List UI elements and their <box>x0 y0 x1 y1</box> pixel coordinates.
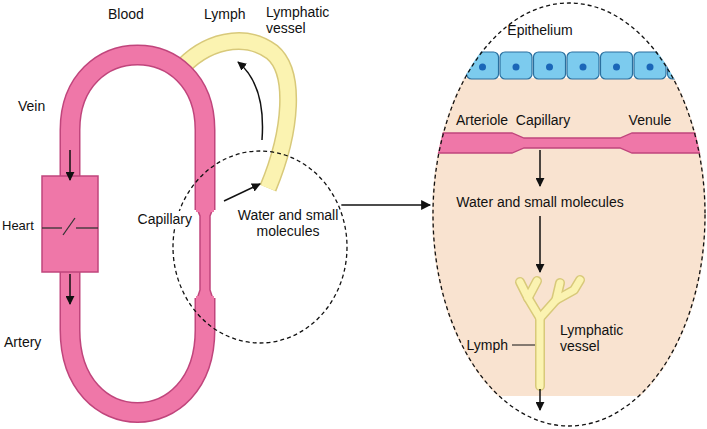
heart-septum <box>76 227 98 228</box>
part-label: Lymphatic vessel <box>560 322 632 354</box>
cell-nucleus <box>647 64 654 71</box>
dashed-ellipse <box>433 3 705 426</box>
part-label: Epithelium <box>507 22 572 38</box>
zoom-outline: Water and small molecules <box>172 150 348 344</box>
part-label: Lymph <box>204 6 246 22</box>
heart-symbol <box>42 176 98 272</box>
part-label: Heart <box>2 218 34 234</box>
lymph-branch <box>528 281 537 298</box>
blood-vessel-detail <box>432 133 707 153</box>
zoom-outline: EpitheliumArteriole Capillary VenuleWater … <box>432 2 706 427</box>
epithelial-cell <box>668 52 700 79</box>
flow-arrow <box>539 216 541 272</box>
part-label: Lymph <box>466 337 508 353</box>
part-label: Capillary <box>136 211 194 227</box>
part-label: Vein <box>18 98 45 114</box>
cell-nucleus <box>580 64 587 71</box>
flow-arrow <box>69 274 71 304</box>
epithelial-cell <box>433 52 465 79</box>
dashed-outline <box>172 150 348 344</box>
heart-septum <box>42 227 62 228</box>
part-label: Blood <box>108 6 144 22</box>
cell-nucleus <box>680 64 687 71</box>
zoom-detail <box>432 52 707 410</box>
flow-arrow <box>69 150 71 180</box>
lymph-branch <box>520 282 540 386</box>
lymph-branch <box>556 280 580 300</box>
part-label: Capillary <box>516 112 570 128</box>
flow-arrow <box>539 389 541 410</box>
epithelial-cell <box>601 52 633 79</box>
part-label: Arteriole <box>456 112 508 128</box>
cell-nucleus <box>479 64 486 71</box>
dashed-outline <box>432 2 706 427</box>
epithelial-cell <box>500 52 532 79</box>
flow-arrow <box>539 150 541 186</box>
capillary-tube <box>196 206 214 302</box>
dashed-ellipse <box>173 151 347 343</box>
part-label: Water and small molecules <box>232 207 344 239</box>
part-label: Artery <box>4 334 41 350</box>
epithelial-cell <box>634 52 666 79</box>
cell-nucleus <box>446 64 453 71</box>
cell-nucleus <box>613 64 620 71</box>
zoom-arrow <box>341 204 430 206</box>
flow-arrow <box>238 62 263 140</box>
tissue-ground <box>432 78 707 396</box>
cell-nucleus <box>513 64 520 71</box>
epithelial-cell <box>467 52 499 79</box>
epithelial-cell <box>567 52 599 79</box>
part-label: Venule <box>629 112 672 128</box>
epithelial-cell <box>534 52 566 79</box>
cell-nucleus <box>546 64 553 71</box>
heart-valve <box>63 218 75 235</box>
part-label: Lymphatic vessel <box>266 4 338 36</box>
part-label: Water and small molecules <box>456 194 624 210</box>
flow-arrow <box>224 184 260 201</box>
lymph-branch <box>528 281 537 298</box>
lymph-branch <box>520 282 540 386</box>
leader-line <box>512 345 535 346</box>
